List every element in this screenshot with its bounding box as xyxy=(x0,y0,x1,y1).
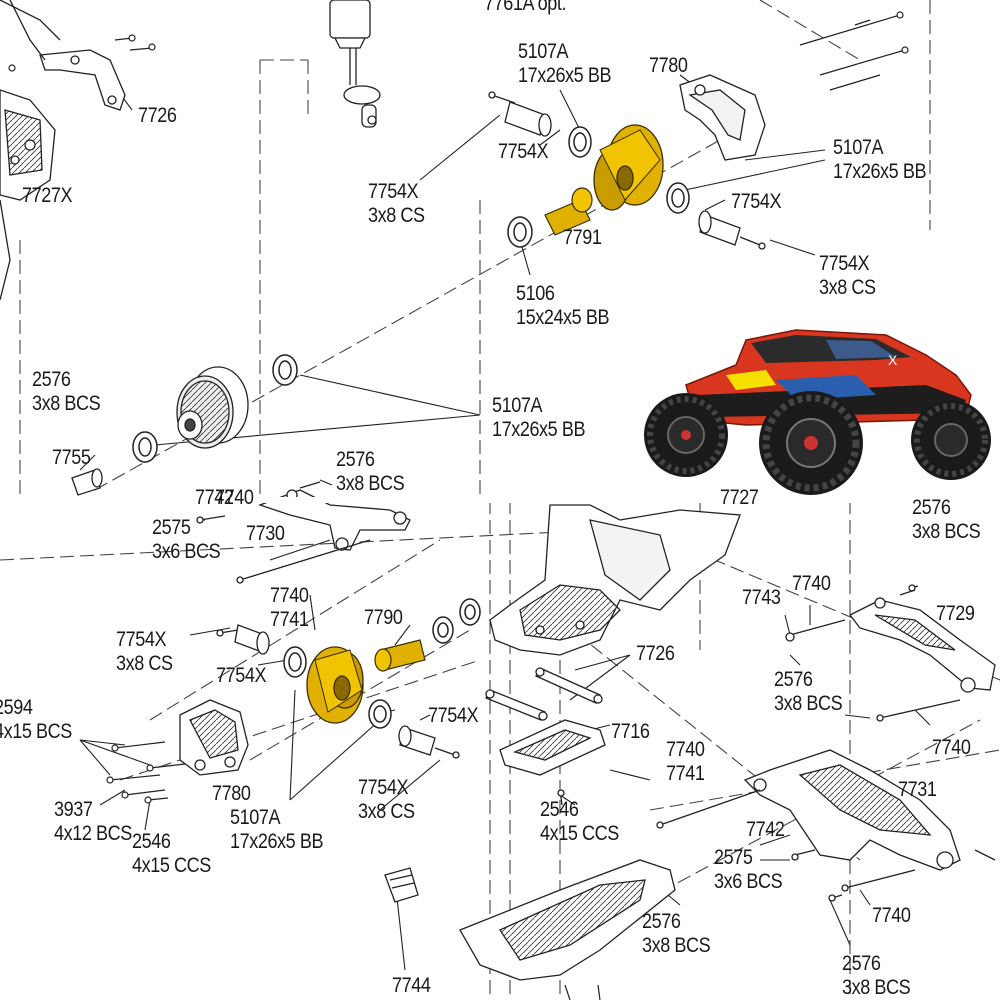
label-7740-7741-b: 7740 7741 xyxy=(666,738,705,785)
diff-cup-7754x-bottom-right xyxy=(398,725,460,759)
diff-cup-7754x-bottom xyxy=(216,624,270,655)
truck-decal-text: X xyxy=(888,352,898,368)
mount-7716 xyxy=(499,719,606,806)
label-2575-a: 2575 3x6 BCS xyxy=(152,516,221,563)
label-7740-7741: 7740 7741 xyxy=(270,584,309,631)
shock-absorber xyxy=(329,0,381,128)
label-7754x-a: 7754X xyxy=(498,140,549,163)
main-chassis xyxy=(489,504,741,656)
label-2576-a: 2576 3x8 BCS xyxy=(32,368,101,415)
label-7716: 7716 xyxy=(611,720,650,743)
label-7726-top: 7726 xyxy=(138,104,177,127)
bearings-7790-set xyxy=(368,598,481,729)
label-7754x-3x8-a: 7754X 3x8 CS xyxy=(368,180,425,227)
label-5106: 5106 15x24x5 BB xyxy=(516,282,610,329)
spur-gear-assembly xyxy=(176,366,249,449)
long-screws-top-right xyxy=(799,11,909,91)
label-7727x: 7727X xyxy=(22,184,73,207)
label-2576-e: 2576 3x8 BCS xyxy=(642,910,711,957)
label-7743: 7743 xyxy=(742,586,781,609)
screws-top-left xyxy=(8,34,156,72)
label-7740-right-2: 7740 xyxy=(932,736,971,759)
label-7754x-3x8-b: 7754X 3x8 CS xyxy=(819,252,876,299)
links-7726-bottom xyxy=(485,667,603,721)
label-2546-a: 2546 4x15 CCS xyxy=(132,830,211,877)
screws-bottom-center xyxy=(564,984,601,1001)
bearing-5107a-mid-b xyxy=(132,431,158,463)
label-7740-right: 7740 xyxy=(792,572,831,595)
truck-illustration: X xyxy=(626,325,996,500)
label-7742-top: 7742 xyxy=(195,486,234,509)
pinion-7791 xyxy=(544,187,593,236)
label-3937: 3937 4x12 BCS xyxy=(54,798,132,845)
label-7742-b: 7742 xyxy=(746,818,785,841)
label-7726-bottom: 7726 xyxy=(636,642,675,665)
pinion-7790 xyxy=(374,639,426,672)
label-7754x-b: 7754X xyxy=(731,190,782,213)
arm-7731 xyxy=(656,749,996,902)
bumper-mount-part xyxy=(0,0,126,111)
label-7731: 7731 xyxy=(898,778,937,801)
label-5107a-bottom: 5107A 17x26x5 BB xyxy=(230,806,324,853)
label-7754x-3x8-c: 7754X 3x8 CS xyxy=(116,628,173,675)
label-5107a-right: 5107A 17x26x5 BB xyxy=(833,136,927,183)
label-7727-cut: 7727 xyxy=(720,486,759,509)
shaft-7755 xyxy=(71,468,103,496)
label-2575-b: 2575 3x6 BCS xyxy=(714,846,783,893)
bearing-5107a-top xyxy=(568,126,592,158)
differential-gold xyxy=(593,124,664,211)
bearing-5107a-mid-a xyxy=(272,354,298,386)
differential-gold-bottom xyxy=(306,646,364,724)
label-2576-d: 2576 3x8 BCS xyxy=(774,668,843,715)
label-7790: 7790 xyxy=(364,606,403,629)
label-7780-bottom: 7780 xyxy=(212,782,251,805)
label-7761a: 7761A opt. xyxy=(484,0,567,15)
diff-cup-left xyxy=(488,91,552,137)
rear-arm-7730 xyxy=(196,481,411,584)
label-7740-right-3: 7740 xyxy=(872,904,911,927)
bearing-5107a-right xyxy=(666,182,690,214)
label-7780-top: 7780 xyxy=(649,54,688,77)
label-7791: 7791 xyxy=(563,226,602,249)
truck-photo: X xyxy=(626,325,996,500)
label-2576-c: 2576 3x8 BCS xyxy=(912,496,981,543)
upper-chassis-part xyxy=(0,89,56,301)
label-7740-top: 7740 xyxy=(215,486,254,509)
truck-right-wheel xyxy=(911,400,991,480)
label-7754x-d: 7754X xyxy=(428,704,479,727)
screw-2576-top-right xyxy=(899,589,916,596)
skid-plate-7744 xyxy=(384,859,676,981)
label-7755: 7755 xyxy=(52,446,91,469)
label-2576-b: 2576 3x8 BCS xyxy=(336,448,405,495)
label-2576-f: 2576 3x8 BCS xyxy=(842,952,911,999)
label-7744: 7744 xyxy=(392,974,431,997)
label-7730: 7730 xyxy=(246,522,285,545)
diff-housing-7780-top xyxy=(679,74,766,161)
bearing-5107a-bottom-a xyxy=(283,646,307,678)
diff-cup-right xyxy=(698,210,766,250)
bearing-5106 xyxy=(507,216,533,248)
truck-rear-wheel xyxy=(644,393,728,477)
label-7754x-c: 7754X xyxy=(216,664,267,687)
panel-divider xyxy=(0,497,1000,503)
label-7729: 7729 xyxy=(936,602,975,625)
label-5107a-top: 5107A 17x26x5 BB xyxy=(518,40,612,87)
label-2546-b: 2546 4x15 CCS xyxy=(540,798,619,845)
truck-front-wheel xyxy=(759,391,863,495)
label-5107a-mid: 5107A 17x26x5 BB xyxy=(492,394,586,441)
label-7754x-3x8-d: 7754X 3x8 CS xyxy=(358,776,415,823)
arm-7729 xyxy=(785,584,996,722)
label-2594: 2594 4x15 BCS xyxy=(0,696,72,743)
screws-bottom-left xyxy=(106,741,186,804)
diff-housing-7780-bottom xyxy=(179,699,249,776)
